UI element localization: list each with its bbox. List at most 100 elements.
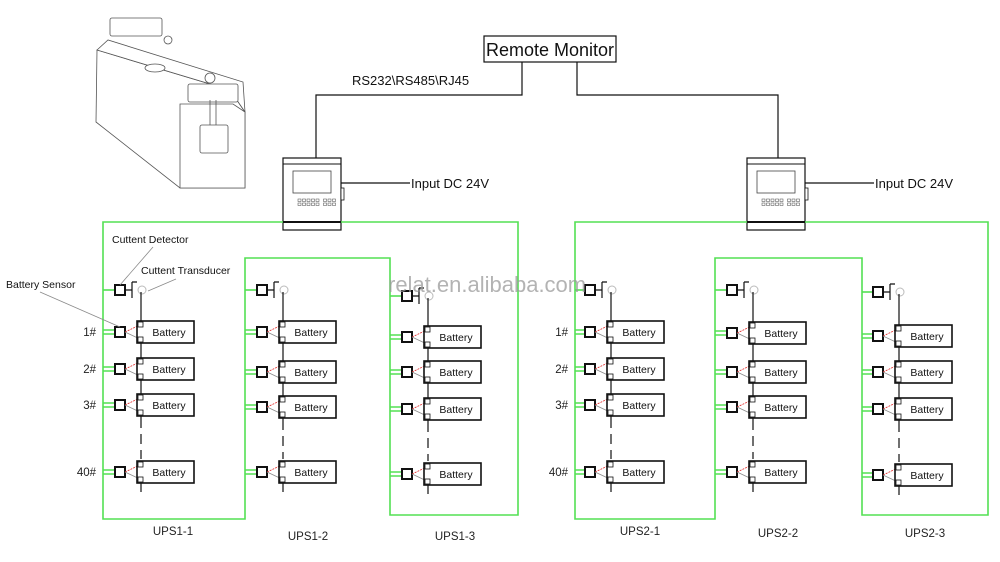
battery-sensor-icon (401, 468, 413, 480)
battery-cell: Battery (245, 460, 337, 484)
battery-cell: Battery (862, 463, 953, 487)
sensor-module-icon (199, 124, 229, 154)
battery-label: Battery (294, 402, 328, 414)
battery-cell: Battery (715, 460, 807, 484)
power-input-label: Input DC 24V (875, 176, 953, 191)
battery-label: Battery (439, 469, 473, 481)
battery-label: Battery (910, 404, 944, 416)
cell-number: 3# (555, 400, 568, 412)
current-detector-icon (256, 284, 268, 296)
ups-label: UPS2-2 (758, 528, 798, 540)
battery-icon (136, 460, 195, 484)
battery-sensor-icon (726, 401, 738, 413)
current-detector-label: Cuttent Detector (112, 234, 189, 246)
ups-label: UPS1-1 (153, 526, 193, 538)
battery-icon (278, 360, 337, 384)
battery-sensor-icon (401, 403, 413, 415)
battery-cell: Battery (390, 397, 482, 421)
battery-label: Battery (764, 467, 798, 479)
battery-cell: Battery (715, 360, 807, 384)
battery-icon (136, 393, 195, 417)
battery-sensor-icon (726, 327, 738, 339)
battery-sensor-icon (401, 331, 413, 343)
battery-illustration (95, 17, 246, 189)
battery-icon (748, 321, 807, 345)
battery-label: Battery (910, 470, 944, 482)
current-transducer-icon (737, 281, 749, 298)
battery-label: Battery (764, 328, 798, 340)
battery-cell: Battery (245, 395, 337, 419)
battery-cell: Battery (715, 321, 807, 345)
battery-icon (423, 462, 482, 486)
battery-sensor-icon (726, 366, 738, 378)
battery-cell: Battery (245, 320, 337, 344)
battery-label: Battery (152, 467, 186, 479)
battery-icon (606, 357, 665, 381)
callouts: Cuttent Detector Cuttent Transducer Batt… (6, 234, 231, 328)
battery-icon (423, 397, 482, 421)
battery-cell: Battery 40# (77, 460, 195, 484)
battery-icon (606, 393, 665, 417)
battery-cell: Battery (390, 325, 482, 349)
battery-label: Battery (622, 400, 656, 412)
battery-label: Battery (439, 404, 473, 416)
battery-icon (606, 320, 665, 344)
battery-sensor-icon (584, 363, 596, 375)
cell-number: 40# (549, 467, 569, 479)
battery-sensor-icon (584, 399, 596, 411)
battery-sensor-icon (256, 401, 268, 413)
battery-sensor-icon (114, 326, 126, 338)
current-transducer-icon (412, 287, 424, 304)
current-transducer-icon (125, 281, 137, 298)
battery-cell: Battery (390, 462, 482, 486)
remote-monitor: Remote Monitor (483, 35, 617, 63)
current-transducer-label: Cuttent Transducer (141, 265, 231, 277)
battery-label: Battery (764, 367, 798, 379)
battery-sensor-icon (401, 366, 413, 378)
battery-icon (423, 325, 482, 349)
battery-icon (423, 360, 482, 384)
battery-label: Battery (764, 402, 798, 414)
battery-cell: Battery (862, 360, 953, 384)
battery-icon (748, 460, 807, 484)
cell-number: 1# (555, 327, 568, 339)
battery-icon (278, 460, 337, 484)
cell-number: 40# (77, 467, 97, 479)
remote-monitor-label: Remote Monitor (486, 40, 614, 60)
battery-icon (606, 460, 665, 484)
controller-unit: Input DC 24V (282, 157, 489, 231)
current-detector-icon (872, 286, 884, 298)
battery-label: Battery (910, 367, 944, 379)
battery-label: Battery (622, 467, 656, 479)
battery-icon (894, 324, 953, 348)
battery-sensor-icon (256, 366, 268, 378)
screen-icon (756, 170, 796, 194)
battery-sensor-icon (256, 326, 268, 338)
battery-cell: Battery 40# (549, 460, 665, 484)
ups-label: UPS1-3 (435, 531, 475, 543)
cell-number: 2# (83, 364, 96, 376)
battery-label: Battery (294, 327, 328, 339)
battery-sensor-icon (872, 330, 884, 342)
ups-group: Battery1#Battery2#Battery3#Battery40#UPS… (549, 281, 665, 538)
battery-icon (278, 320, 337, 344)
battery-sensor-icon (584, 326, 596, 338)
battery-sensor-icon (584, 466, 596, 478)
battery-sensor-label: Battery Sensor (6, 279, 76, 291)
battery-icon (894, 463, 953, 487)
current-detector-icon (584, 284, 596, 296)
battery-icon (748, 395, 807, 419)
current-detector-icon (726, 284, 738, 296)
controller-unit: Input DC 24V (746, 157, 953, 231)
battery-sensor-icon (256, 466, 268, 478)
battery-sensor-icon (872, 403, 884, 415)
ups-label: UPS2-1 (620, 526, 660, 538)
battery-sensor-icon (114, 363, 126, 375)
